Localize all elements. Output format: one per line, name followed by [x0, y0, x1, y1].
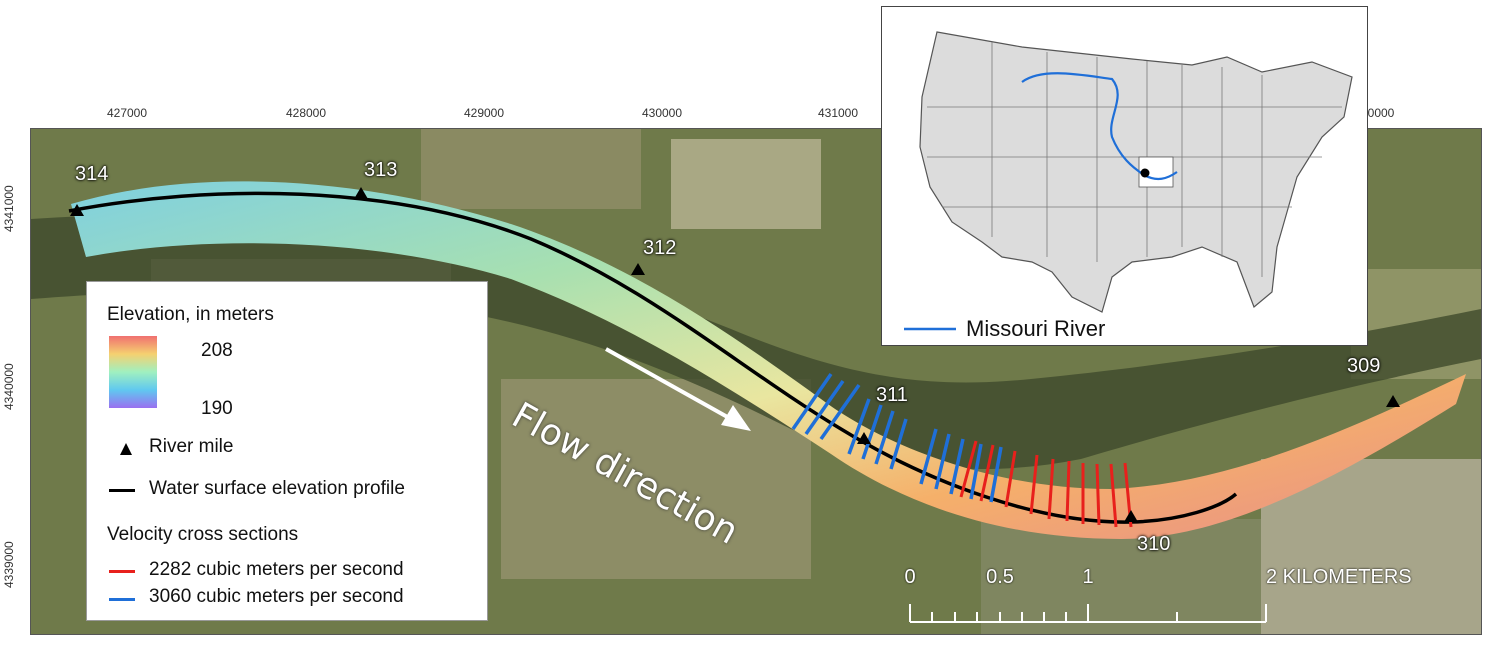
cross-section-red	[1065, 460, 1071, 522]
cross-section-blue	[889, 418, 908, 470]
coord-left-4339000: 4339000	[2, 541, 16, 588]
river-mile-label-312: 312	[643, 237, 677, 259]
river-mile-label-311: 311	[876, 384, 908, 406]
river-mile-label-310: 310	[1137, 533, 1171, 555]
missouri-river-line	[1021, 72, 1178, 181]
scale-label-1: 1	[1082, 566, 1094, 588]
scale-label-0: 0	[904, 566, 916, 588]
cross-section-blue	[969, 443, 983, 500]
cross-sections-2282	[959, 440, 1133, 528]
river-mile-marker-313	[354, 187, 368, 199]
us-map-svg	[904, 31, 1353, 331]
cross-section-red	[1109, 463, 1118, 528]
cross-section-blue	[874, 410, 895, 465]
cross-section-red	[1047, 458, 1055, 520]
river-mile-label-309: 309	[1347, 355, 1381, 377]
scale-label-2-km: 2 KILOMETERS	[1266, 566, 1412, 588]
cross-section-red	[1004, 450, 1017, 508]
cross-section-blue	[847, 398, 871, 455]
riparian-trees	[31, 214, 1481, 469]
coord-top-430000: 430000	[641, 106, 683, 120]
river-bathymetry	[71, 181, 1466, 539]
legend-red-label: 2282 cubic meters per second	[149, 559, 404, 580]
legend-blue-label: 3060 cubic meters per second	[149, 586, 404, 607]
river-mile-marker-310	[1124, 510, 1138, 522]
legend-blue-swatch	[109, 598, 135, 601]
field	[421, 129, 641, 209]
cross-section-red	[1095, 463, 1101, 526]
cross-section-red	[959, 440, 978, 498]
inset-legend-label: Missouri River	[966, 316, 1106, 341]
legend-red-swatch	[109, 570, 135, 573]
river-mile-marker-312	[631, 263, 645, 275]
coord-top-432000: 0000	[1367, 106, 1395, 120]
legend-river-mile-icon	[120, 443, 132, 455]
coord-top-428000: 428000	[285, 106, 327, 120]
river-mile-marker-309	[1386, 395, 1400, 407]
us-outline	[919, 31, 1353, 313]
coord-left-4340000: 4340000	[2, 363, 16, 410]
legend-profile-label: Water surface elevation profile	[149, 478, 405, 499]
cross-section-blue	[804, 379, 845, 436]
legend-elevation-max: 208	[201, 340, 233, 361]
river-mile-label-313: 313	[364, 159, 398, 181]
cross-section-blue	[919, 428, 938, 485]
scale-bar-graphic	[909, 604, 1267, 623]
elevation-color-ramp	[109, 336, 157, 408]
legend: Elevation, in meters 208 190 River mile …	[86, 281, 488, 621]
cross-sections-3060	[791, 373, 1003, 503]
cross-section-red	[979, 444, 995, 502]
scale-bar: 0 0.5 1 2 KILOMETERS	[900, 566, 1412, 626]
legend-velocity-title: Velocity cross sections	[107, 524, 299, 545]
coord-top-429000: 429000	[463, 106, 505, 120]
cross-section-blue	[791, 373, 833, 430]
river-mile-label-314: 314	[75, 163, 109, 185]
study-site-dot	[1140, 168, 1150, 178]
legend-river-mile-label: River mile	[149, 436, 234, 457]
field	[671, 139, 821, 229]
cross-section-blue	[934, 433, 951, 490]
flow-direction-arrow	[605, 347, 751, 431]
river-mile-marker-311	[857, 432, 871, 444]
legend-elevation-title: Elevation, in meters	[107, 304, 274, 325]
river-mile-marker-314	[70, 204, 84, 216]
cross-section-blue	[819, 383, 861, 441]
coord-top-431000: 431000	[817, 106, 859, 120]
cross-section-blue	[861, 404, 883, 460]
scale-label-0-5: 0.5	[986, 566, 1014, 588]
cross-section-blue	[949, 438, 965, 495]
river-mile-markers	[70, 187, 1400, 522]
cross-section-red	[1029, 454, 1039, 515]
legend-profile-swatch	[109, 489, 135, 492]
legend-elevation-min: 190	[201, 398, 233, 419]
coord-top-427000: 427000	[106, 106, 148, 120]
inset-map: Missouri River	[881, 6, 1368, 346]
coord-left-4341000: 4341000	[2, 185, 16, 232]
cross-section-blue	[989, 446, 1003, 503]
